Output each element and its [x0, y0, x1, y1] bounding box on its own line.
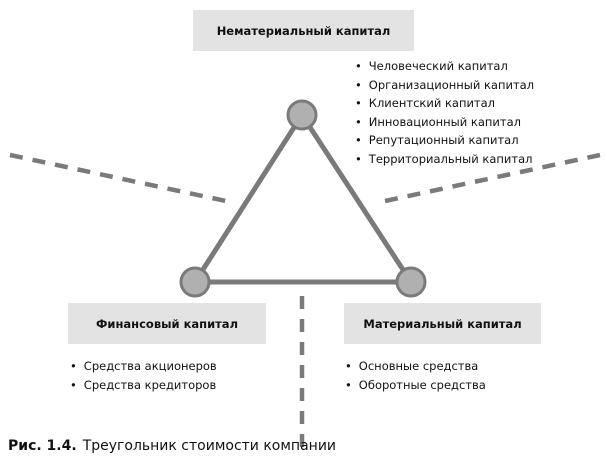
list-item: Средства кредиторов — [70, 376, 217, 395]
node-tangible — [395, 266, 427, 298]
financial-capital-list: Средства акционеров Средства кредиторов — [70, 357, 217, 394]
list-item: Основные средства — [345, 357, 486, 376]
intangible-capital-box: Нематериальный капитал — [193, 10, 414, 51]
list-item: Организационный капитал — [355, 76, 534, 95]
triangle-edges — [190, 110, 416, 285]
list-item: Средства акционеров — [70, 357, 217, 376]
dashed-divider-left — [9, 152, 227, 204]
caption-text: Треугольник стоимости компании — [82, 438, 337, 454]
list-item: Репутационный капитал — [355, 131, 534, 150]
node-intangible — [286, 99, 318, 131]
list-item: Территориальный капитал — [355, 150, 534, 169]
list-item: Оборотные средства — [345, 376, 486, 395]
list-item: Клиентский капитал — [355, 94, 534, 113]
financial-capital-box: Финансовый капитал — [68, 303, 266, 344]
list-item: Инновационный капитал — [355, 113, 534, 132]
figure-caption: Рис. 1.4. Треугольник стоимости компании — [8, 438, 336, 454]
caption-label: Рис. 1.4. — [8, 438, 77, 454]
list-item: Человеческий капитал — [355, 57, 534, 76]
node-financial — [179, 266, 211, 298]
tangible-capital-list: Основные средства Оборотные средства — [345, 357, 486, 394]
intangible-capital-list: Человеческий капитал Организационный кап… — [355, 57, 534, 168]
tangible-capital-box: Материальный капитал — [344, 303, 541, 344]
